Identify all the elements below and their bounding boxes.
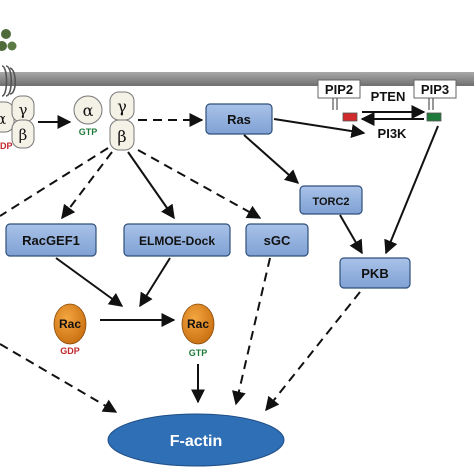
free-gamma-label: γ	[117, 97, 127, 116]
racgef1-label: RacGEF1	[22, 233, 80, 248]
racgef1-node: RacGEF1	[5, 223, 97, 257]
factin-node: F-actin	[107, 413, 285, 467]
rac-gtp: Rac GTP	[181, 303, 215, 358]
arrow-left-to-factin	[0, 343, 118, 413]
pten-label: PTEN	[371, 89, 406, 104]
arrow-sgc-to-factin	[232, 257, 271, 406]
left-gdp-label: DP	[0, 141, 13, 151]
free-alpha-label: α	[83, 101, 94, 120]
arrow-elmoe-to-rac	[139, 257, 171, 308]
pi3k-label: PI3K	[378, 126, 408, 141]
left-alpha-label: α	[0, 110, 6, 128]
left-beta-label: β	[19, 126, 28, 144]
pip2-label: PIP2	[325, 82, 353, 97]
sgc-node: sGC	[245, 223, 309, 257]
g-beta-gamma: γ β	[109, 91, 135, 151]
free-alpha-gtp-label: GTP	[79, 127, 98, 137]
arrow-gbg-to-racgef1	[61, 151, 113, 220]
arrow-ras-to-torc2	[243, 134, 300, 184]
left-g-protein: α γ β DP	[0, 95, 35, 151]
torc2-label: TORC2	[312, 196, 349, 208]
pip3-label: PIP3	[421, 82, 449, 97]
arrow-gbg-to-sgc	[137, 149, 262, 219]
torc2-node: TORC2	[299, 185, 363, 215]
arrow-gbg-to-elmoe	[127, 151, 175, 220]
rac-gdp-label: Rac	[59, 317, 81, 331]
arrow-pkb-to-factin	[265, 291, 361, 412]
elmoe-dock-node: ELMOE-Dock	[123, 223, 231, 257]
rac-gtp-nucleotide: GTP	[189, 348, 208, 358]
ras-node: Ras	[205, 103, 273, 135]
left-gamma-label: γ	[19, 101, 28, 119]
arrow-racgef1-to-rac	[55, 257, 124, 307]
free-beta-label: β	[117, 127, 126, 146]
rac-gdp: Rac GDP	[53, 303, 87, 356]
arrow-gbg-offscreen-left	[0, 147, 109, 217]
ligand-cluster	[0, 29, 17, 51]
rac-gdp-nucleotide: GDP	[60, 346, 80, 356]
ras-label: Ras	[227, 112, 251, 127]
pip2-headgroup	[342, 112, 358, 122]
pkb-label: PKB	[361, 266, 388, 281]
arrow-torc2-to-pkb	[339, 214, 363, 255]
sgc-label: sGC	[264, 233, 291, 248]
plasma-membrane	[0, 72, 474, 86]
factin-label: F-actin	[170, 433, 222, 450]
g-alpha-gtp: α GTP	[73, 95, 103, 137]
arrow-ras-to-pi3k	[273, 118, 366, 138]
pip-cycle: PIP2 PIP3 PTEN PI3K	[317, 79, 457, 141]
rac-gtp-label: Rac	[187, 317, 209, 331]
arrow-pip3-to-pkb	[384, 125, 439, 255]
receptor-coil	[1, 65, 17, 97]
pkb-node: PKB	[339, 257, 411, 289]
pip3-headgroup	[426, 112, 442, 122]
elmoe-dock-label: ELMOE-Dock	[139, 234, 215, 248]
